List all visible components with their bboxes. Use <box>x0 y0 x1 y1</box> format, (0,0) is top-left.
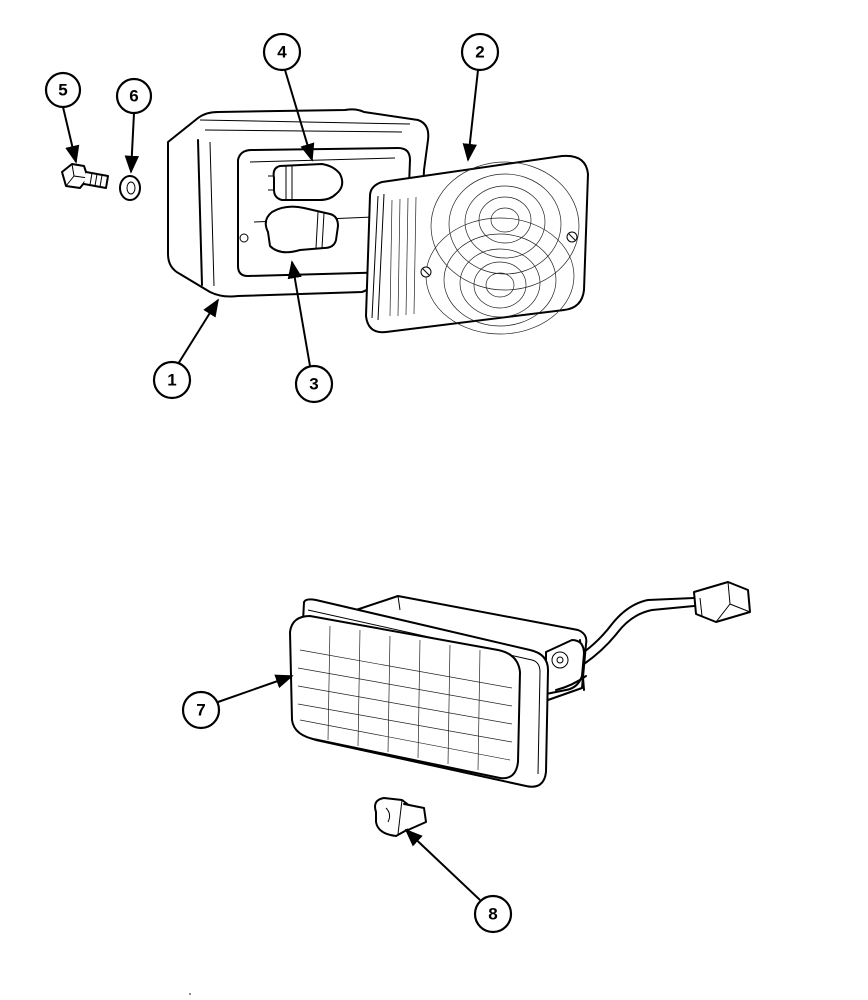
stray-mark <box>189 993 191 995</box>
washer <box>119 175 141 201</box>
callout-4-label: 4 <box>277 43 287 62</box>
work-lamp <box>289 581 751 788</box>
callout-7-label: 7 <box>196 701 205 720</box>
callout-6: 6 <box>115 77 153 174</box>
callout-3: 3 <box>287 260 334 404</box>
callout-8-label: 8 <box>488 905 497 924</box>
small-bulb <box>374 797 427 837</box>
callout-5: 5 <box>44 71 82 164</box>
callout-5-label: 5 <box>58 81 67 100</box>
callout-2: 2 <box>460 32 500 162</box>
callout-1: 1 <box>152 298 219 400</box>
callout-8: 8 <box>404 828 513 934</box>
lower-bulb <box>264 205 339 254</box>
callout-7: 7 <box>181 674 294 730</box>
callout-1-label: 1 <box>167 371 176 390</box>
callout-3-label: 3 <box>309 375 318 394</box>
upper-bulb <box>268 163 344 201</box>
screw <box>61 163 109 189</box>
callout-6-label: 6 <box>129 87 138 106</box>
callout-2-label: 2 <box>475 43 484 62</box>
lens <box>365 154 589 335</box>
callout-4: 4 <box>262 32 315 162</box>
